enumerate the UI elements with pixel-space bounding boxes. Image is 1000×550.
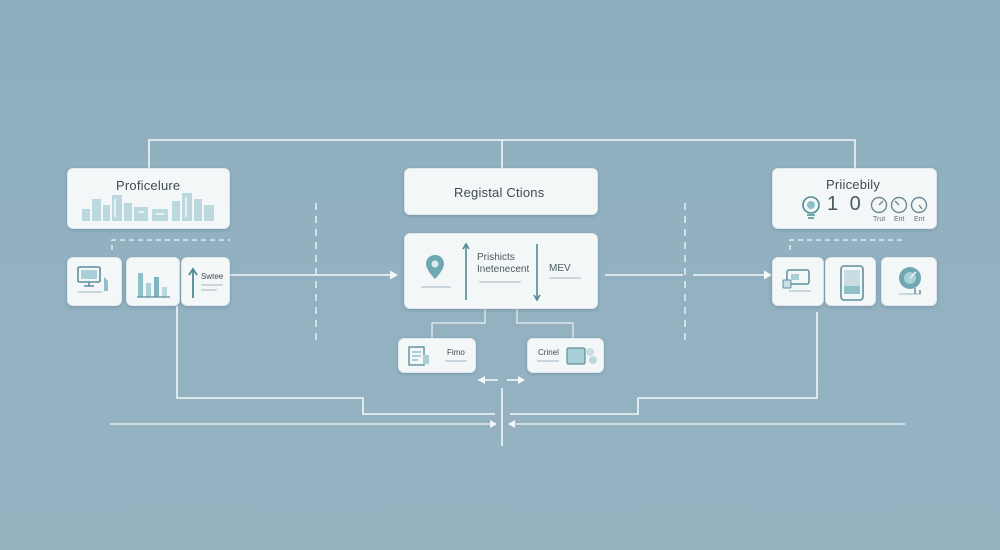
arrowhead-bottom-right	[508, 420, 515, 428]
left-card-monitor[interactable]	[67, 257, 122, 306]
smartphone-icon	[840, 265, 864, 301]
bar-chart-icon	[137, 273, 170, 298]
text-placeholder-line	[445, 360, 467, 362]
arrowhead-merge-right	[518, 376, 525, 384]
center-header-card[interactable]: Registal Ctions	[404, 168, 598, 215]
center-sub-card-left[interactable]: Fimo	[398, 338, 476, 373]
center-sub-link-right	[516, 309, 574, 338]
right-return-line	[510, 312, 818, 415]
right-card-screen[interactable]	[772, 257, 824, 306]
arrowhead-center-in	[390, 270, 398, 280]
dial-icon	[870, 196, 888, 214]
left-header-card[interactable]: Proficelure	[67, 168, 230, 229]
text-placeholder-line	[479, 281, 521, 283]
left-header-title: Proficelure	[116, 178, 181, 193]
map-pin-icon	[426, 255, 444, 279]
dial-label-2: Ent	[894, 216, 905, 223]
left-card-swtee[interactable]: Swtee	[181, 257, 230, 306]
bracket-right-icon	[533, 244, 541, 302]
tablet-icon	[566, 347, 597, 365]
text-placeholder-line	[549, 277, 581, 279]
left-dashed-link	[111, 239, 230, 250]
center-main-right-label: MEV	[549, 263, 571, 274]
lightbulb-gear-icon	[802, 196, 820, 219]
text-placeholder-line	[201, 284, 223, 286]
city-skyline-icon	[82, 193, 214, 221]
right-card-gauge[interactable]	[881, 257, 937, 306]
document-icon	[408, 346, 429, 366]
screen-icon	[782, 269, 811, 292]
center-main-card[interactable]: Prishicts Inetenecent MEV	[404, 233, 598, 309]
text-placeholder-line	[201, 289, 217, 291]
arrow-up-icon	[188, 267, 198, 298]
center-main-line2: Inetenecent	[477, 264, 530, 275]
gauge-icon	[899, 267, 921, 295]
dial-icon	[910, 196, 928, 214]
dial-icon	[890, 196, 908, 214]
dial-label-3: Ent	[914, 216, 925, 223]
right-header-digits: 1 0	[827, 193, 864, 215]
right-dashed-link	[789, 239, 905, 250]
arrowhead-merge-left	[478, 376, 485, 384]
center-sub-left-label: Fimo	[447, 348, 465, 357]
right-header-title: Priicebily	[826, 177, 881, 192]
center-sub-right-label: Crinel	[538, 348, 559, 357]
text-placeholder-line	[537, 360, 559, 362]
dial-label-1: Trut	[873, 216, 886, 223]
left-return-line	[176, 306, 495, 415]
center-sub-card-right[interactable]: Crinel	[527, 338, 604, 373]
monitor-icon	[77, 266, 108, 293]
arrowhead-right-in	[764, 270, 772, 280]
left-card-bar-chart[interactable]	[126, 257, 180, 306]
text-placeholder-line	[421, 286, 451, 288]
center-main-line1: Prishicts	[477, 252, 515, 263]
right-header-card[interactable]: Priicebily 1 0 Trut Ent Ent	[772, 168, 937, 229]
arrowhead-bottom-left	[490, 420, 497, 428]
center-header-title: Registal Ctions	[454, 185, 545, 200]
right-card-phone[interactable]	[825, 257, 876, 306]
center-sub-link-left	[431, 309, 486, 338]
left-card-label: Swtee	[201, 272, 224, 281]
bracket-left-icon	[462, 242, 470, 300]
